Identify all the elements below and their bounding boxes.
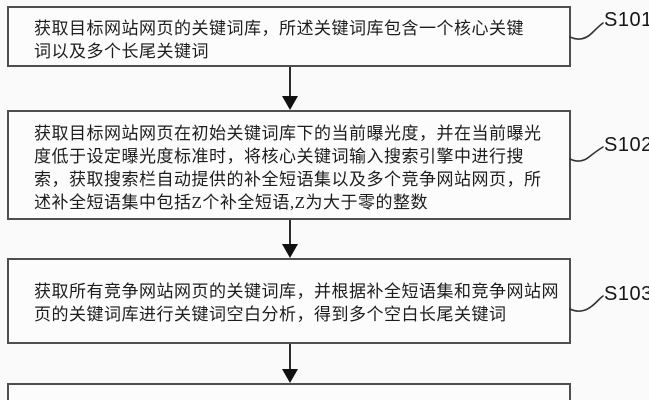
step-text-s103: 获取所有竞争网站网页的关键词库，并根据补全短语集和竞争网站网 页的关键词库进行关… (34, 282, 559, 324)
flow-step-box-partial (7, 383, 571, 400)
flow-arrow-line-3 (289, 344, 291, 371)
flow-step-box-s103: 获取所有竞争网站网页的关键词库，并根据补全短语集和竞争网站网 页的关键词库进行关… (7, 258, 571, 344)
leader-line-s102 (569, 146, 604, 162)
step-text-s101: 获取目标网站网页的关键词库，所述关键词库包含一个核心关键 词以及多个长尾关键词 (34, 19, 524, 61)
leader-line-s103 (569, 295, 604, 312)
flow-arrow-line-2 (289, 220, 291, 246)
flow-step-box-s102: 获取目标网站网页在初始关键词库下的当前曝光度，并在当前曝光 度低于设定曝光度标准… (7, 110, 571, 220)
flow-step-box-s101: 获取目标网站网页的关键词库，所述关键词库包含一个核心关键 词以及多个长尾关键词 (7, 6, 571, 67)
leader-line-s101 (569, 22, 604, 40)
flow-arrow-line-1 (289, 67, 291, 98)
arrowhead-down-icon (282, 244, 298, 258)
step-text-s102: 获取目标网站网页在初始关键词库下的当前曝光度，并在当前曝光 度低于设定曝光度标准… (34, 124, 542, 212)
arrowhead-down-icon (282, 369, 298, 383)
step-label-s103: S103 (604, 283, 649, 305)
step-label-s101: S101 (604, 9, 649, 31)
arrowhead-down-icon (282, 96, 298, 110)
step-label-s102: S102 (604, 134, 649, 156)
